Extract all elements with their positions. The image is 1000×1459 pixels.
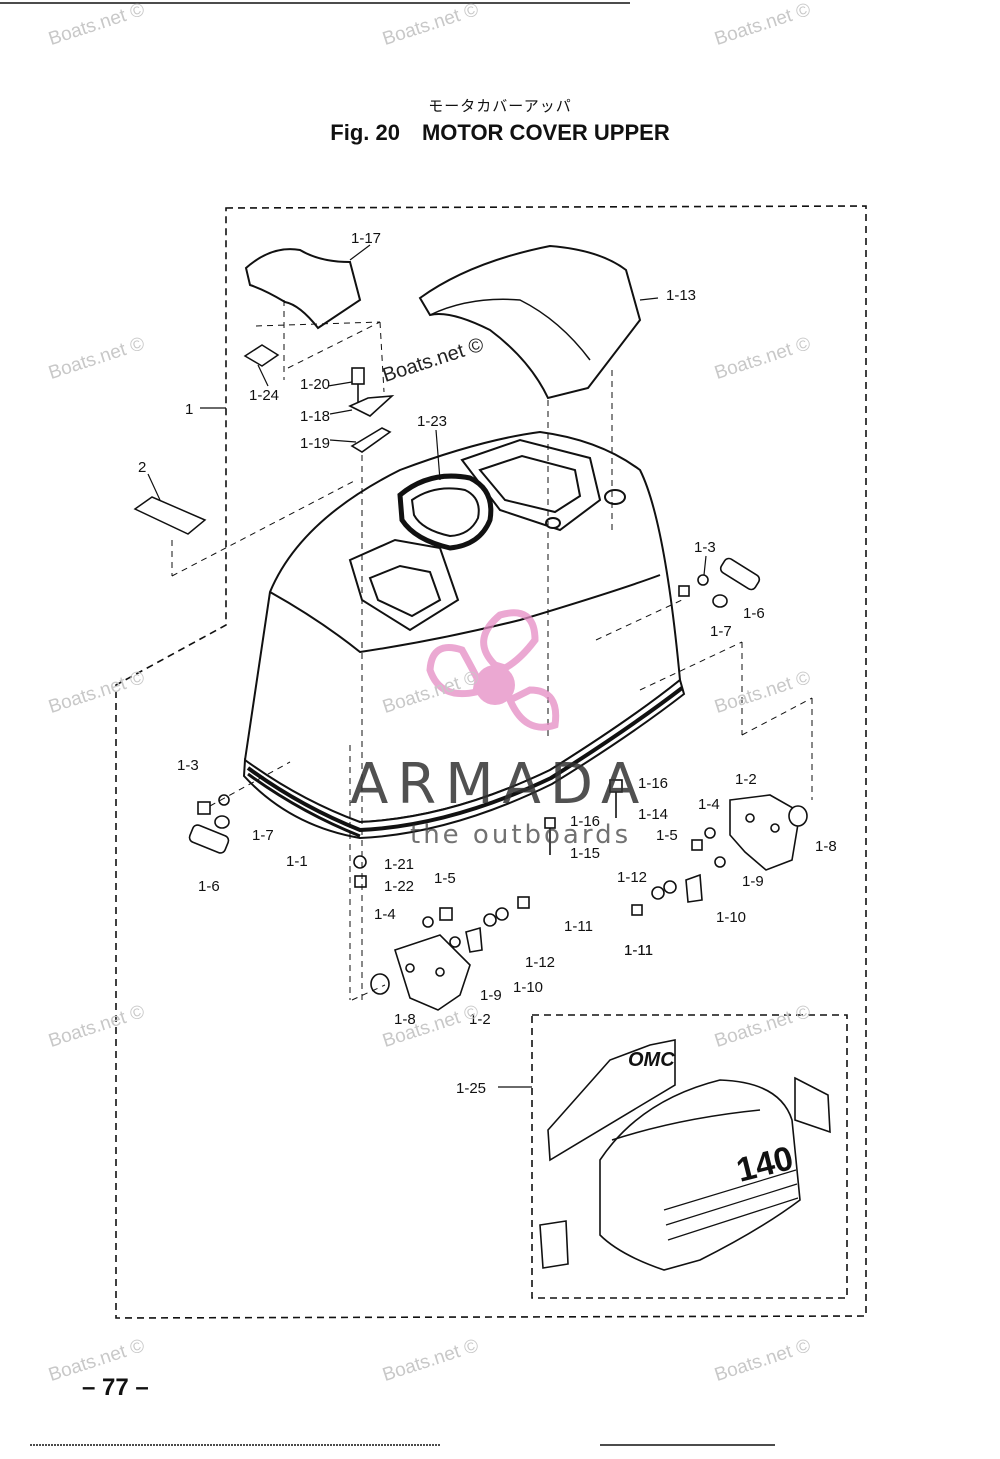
part-label: 1-15 — [570, 845, 600, 862]
part-label: 1-8 — [394, 1011, 416, 1028]
part-label: 1-14 — [638, 806, 668, 823]
page-number: – 77 – — [82, 1374, 149, 1401]
part-label: 1-9 — [742, 873, 764, 890]
page-edge-lines — [0, 2, 775, 1446]
part-1-6-handle-right — [719, 557, 761, 591]
part-label: 1-12 — [617, 869, 647, 886]
part-2-decal — [133, 496, 207, 535]
part-label: 1-7 — [252, 827, 274, 844]
part-label: 1-3 — [694, 539, 716, 556]
part-label: 1-6 — [743, 605, 765, 622]
part-label: 1-9 — [480, 987, 502, 1004]
inset-cover-drawing — [599, 1079, 801, 1271]
brand-tagline-watermark: the outboards — [410, 820, 632, 850]
part-label: 1-5 — [656, 827, 678, 844]
part-1-24-label — [243, 344, 280, 367]
part-1-8-grommet-right — [788, 805, 808, 827]
part-1-25-decal-kit — [539, 1039, 831, 1271]
right-bracket-hardware — [609, 557, 808, 916]
lower-left-hardware — [353, 817, 556, 1011]
decal-kit-boundary — [531, 1014, 848, 1299]
part-label: 1-5 — [434, 870, 456, 887]
part-1-2-bracket-right — [729, 794, 801, 871]
part-label: 1-21 — [384, 856, 414, 873]
part-label: 1 — [185, 401, 193, 418]
part-label: 1-25 — [456, 1080, 486, 1097]
figure-number: Fig. 20 — [330, 120, 400, 145]
part-label: 1-2 — [735, 771, 757, 788]
part-labels: 1-17 1-13 1-24 1-20 1-18 1-19 1-23 1 2 1… — [138, 230, 837, 1097]
part-label: 1-18 — [300, 408, 330, 425]
assembly-boundary — [115, 205, 867, 1319]
part-label: 1-11 — [624, 942, 653, 959]
part-label: 1-6 — [198, 878, 220, 895]
part-1-17-cap — [244, 248, 362, 330]
part-label: 1-8 — [815, 838, 837, 855]
motor-cover-drawing — [242, 430, 686, 840]
part-1-6-handle-left — [188, 824, 230, 854]
part-label: 1-19 — [300, 435, 330, 452]
part-label: 1-1 — [286, 853, 308, 870]
part-label: 1-13 — [666, 287, 696, 304]
figure-name: MOTOR COVER UPPER — [421, 120, 670, 145]
part-label: 1-24 — [249, 387, 279, 404]
part-label: 1-16 — [638, 775, 668, 792]
part-label: 1-22 — [384, 878, 414, 895]
figure-title: Fig. 20 MOTOR COVER UPPER — [0, 120, 1000, 146]
part-label: 1-10 — [513, 979, 543, 996]
japanese-title: モータカバーアッパ — [428, 97, 572, 115]
part-1-13-hood — [418, 244, 642, 400]
part-1-8-grommet-left — [370, 973, 390, 995]
part-label: 1-16 — [570, 813, 600, 830]
assembly-guide-lines — [171, 300, 813, 1001]
rear-air-intake — [460, 438, 602, 532]
part-label: 1-12 — [525, 954, 555, 971]
cover-top-edge — [269, 574, 661, 654]
part-label: 1-3 — [177, 757, 199, 774]
part-label: 1-23 — [417, 413, 447, 430]
brand-watermark: ARMADA — [350, 752, 649, 817]
part-label: 2 — [138, 459, 146, 476]
part-label: 1-20 — [300, 376, 330, 393]
cover-lower-seal — [242, 678, 686, 840]
armada-propeller-watermark — [426, 609, 560, 731]
part-label: 1-17 — [351, 230, 381, 247]
decal-logo-text: OMC — [628, 1049, 675, 1071]
part-1-19-plate — [350, 427, 392, 453]
part-label: 1-2 — [469, 1011, 491, 1028]
part-label: 1-11 — [624, 942, 653, 959]
part-label: 1-4 — [698, 796, 720, 813]
leader-lines — [147, 244, 707, 1088]
part-label: 1-4 — [374, 906, 396, 923]
part-1-2-bracket-left — [394, 934, 471, 1011]
part-label: 1-11 — [564, 918, 593, 935]
part-label: 1-7 — [710, 623, 732, 640]
left-bracket-hardware — [188, 794, 230, 854]
part-label: 1-10 — [716, 909, 746, 926]
hardware-1-18-1-20 — [348, 367, 395, 453]
